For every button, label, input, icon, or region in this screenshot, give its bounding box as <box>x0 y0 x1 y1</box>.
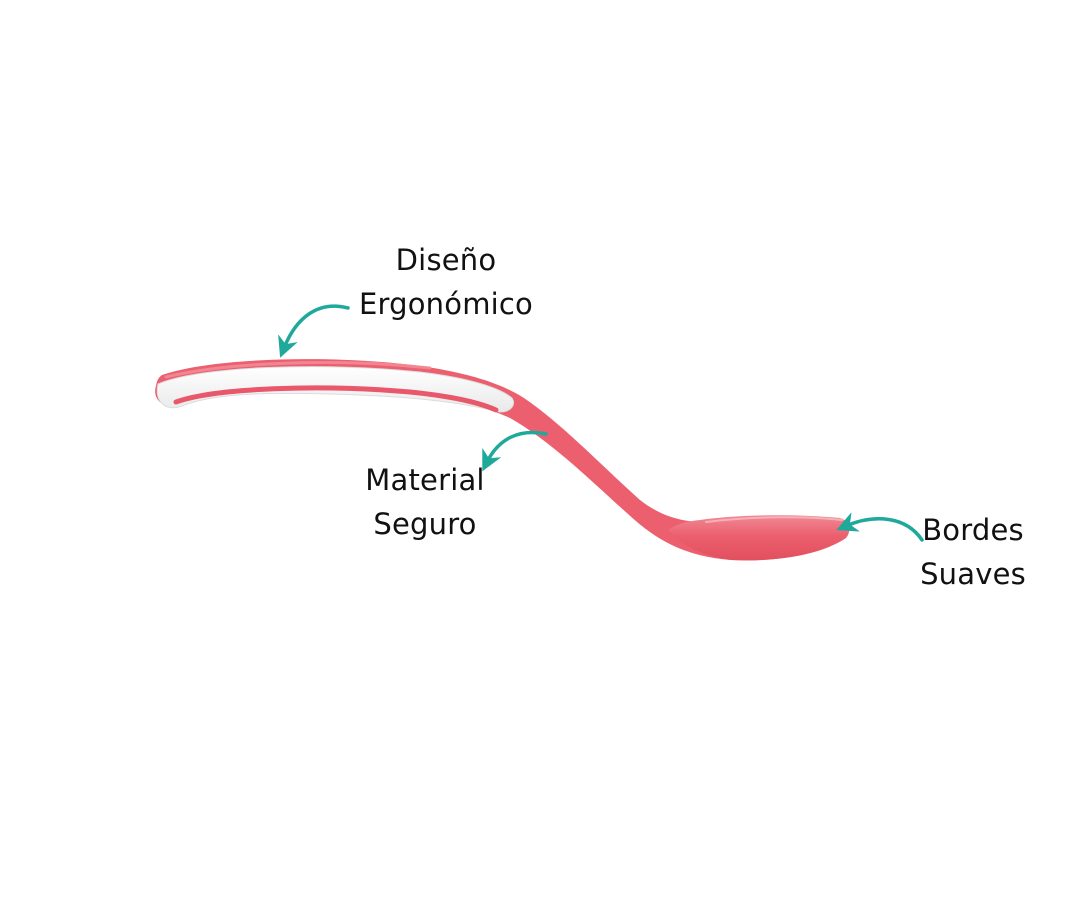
spoon-bowl <box>668 515 850 561</box>
callout-ergonomic: Diseño Ergonómico <box>346 238 546 326</box>
callout-edges-line-1: Bordes <box>922 513 1024 547</box>
spoon <box>155 359 850 561</box>
callout-ergonomic-line-1: Diseño <box>395 243 497 277</box>
callout-material-line-2: Seguro <box>373 507 477 541</box>
handle-highlight <box>164 361 432 379</box>
callout-material: Material Seguro <box>345 458 505 546</box>
callout-edges: Bordes Suaves <box>903 508 1043 596</box>
callout-edges-line-2: Suaves <box>920 557 1026 591</box>
arrow-material-icon <box>482 430 548 472</box>
bowl-rim <box>705 516 843 523</box>
callout-material-line-1: Material <box>365 463 485 497</box>
arrow-ergonomic-icon <box>278 304 350 358</box>
arrow-edges-icon <box>836 512 924 542</box>
callout-ergonomic-line-2: Ergonómico <box>358 287 533 321</box>
handle-stripe <box>173 385 499 413</box>
